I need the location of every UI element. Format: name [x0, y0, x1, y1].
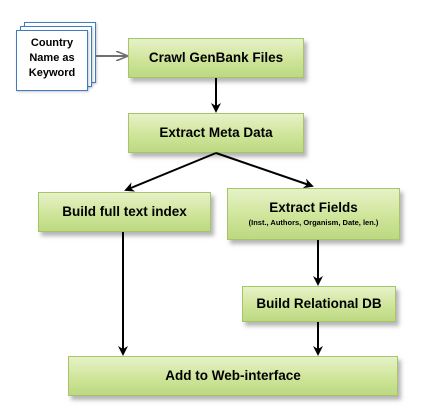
extract-fields-box: Extract Fields (Inst., Authors, Organism…: [227, 188, 400, 240]
extract-meta-label: Extract Meta Data: [159, 124, 273, 140]
arrow-meta-to-index: [124, 152, 217, 192]
extract-fields-label: Extract Fields: [269, 199, 358, 215]
relational-db-label: Build Relational DB: [256, 295, 382, 311]
extract-fields-sublabel: (Inst., Authors, Organism, Date, len.): [248, 217, 379, 227]
web-interface-label: Add to Web-interface: [165, 367, 301, 383]
build-index-box: Build full text index: [38, 192, 211, 232]
keyword-document-label: Country Name as Keyword: [28, 37, 76, 79]
extract-meta-box: Extract Meta Data: [128, 113, 304, 153]
web-interface-box: Add to Web-interface: [68, 356, 398, 396]
build-index-label: Build full text index: [62, 203, 187, 219]
crawl-genbank-box: Crawl GenBank Files: [128, 38, 304, 78]
relational-db-box: Build Relational DB: [242, 286, 396, 322]
keyword-document: Country Name as Keyword: [16, 30, 88, 91]
arrow-meta-to-fields: [215, 152, 314, 189]
crawl-genbank-label: Crawl GenBank Files: [148, 49, 284, 65]
